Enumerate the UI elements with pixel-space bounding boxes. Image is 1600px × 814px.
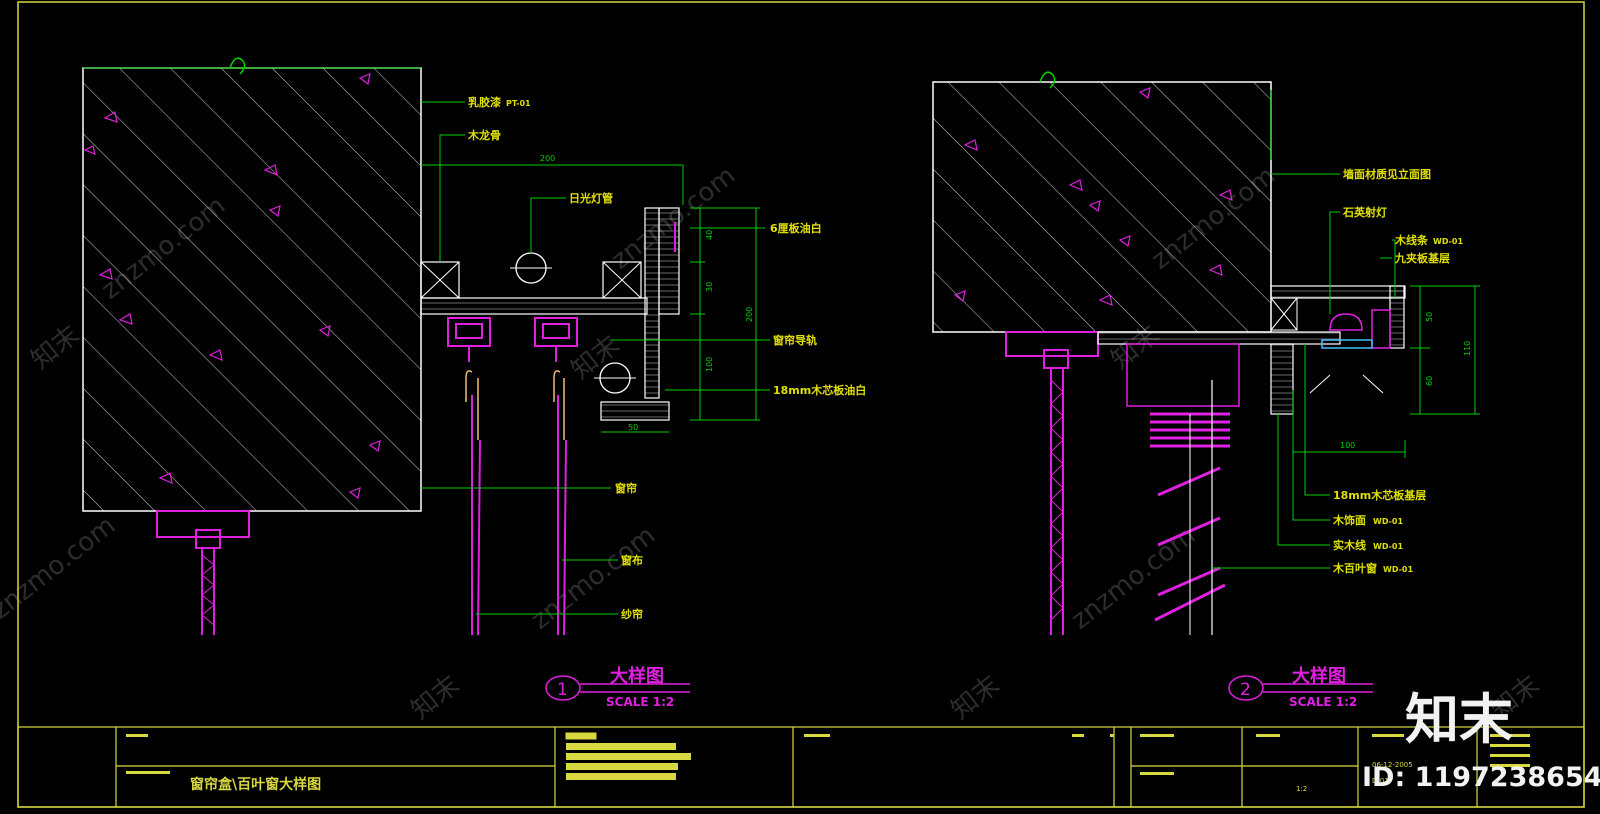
break-symbol: [229, 57, 246, 75]
dimension-lines: [421, 164, 760, 433]
label-board18: 18mm木芯板基层: [1333, 488, 1426, 502]
drawing-scale: 1:2: [1296, 785, 1307, 793]
dim-100: 100: [705, 357, 714, 372]
watermark-text: 知末: [946, 670, 1005, 726]
label-curtain-2: 窗布: [621, 553, 643, 567]
label-track: 窗帘导轨: [773, 333, 817, 347]
dim-30: 30: [705, 282, 714, 292]
label-wood-line-2: 木饰面: [1332, 513, 1366, 527]
box-side: [1270, 343, 1294, 415]
brand-logo: 知末: [1405, 688, 1513, 751]
concrete-marks: [953, 87, 1233, 306]
label-wall-finish: 乳胶漆: [468, 95, 501, 109]
curtain-fabric: [471, 395, 567, 636]
tag-blind: WD-01: [1383, 565, 1414, 574]
dim-200v: 200: [745, 307, 754, 322]
ceiling-board: [1097, 331, 1341, 345]
leader-lines: [1212, 173, 1396, 569]
label-blockboard: 18mm木芯板油白: [773, 383, 866, 397]
box-inner-right: [1371, 309, 1391, 349]
watermark-text: 知末: [26, 320, 85, 376]
box-right: [1389, 285, 1405, 349]
drawing-name: 窗帘盒\百叶窗大样图: [190, 776, 321, 793]
dim-60: 60: [1425, 376, 1434, 386]
break-symbol: [1039, 71, 1056, 89]
label-blind: 木百叶窗: [1332, 561, 1377, 575]
detail-2: 墙面材质见立面图 石英射灯 木线条 WD-01 九夹板基层 18mm木芯板基层 …: [932, 71, 1480, 709]
drawing-sheet: D-01: [1372, 777, 1389, 785]
label-solid-wood: 实木线: [1333, 538, 1366, 552]
box-keel: [1270, 297, 1298, 331]
detail-1-title: 1 大样图 SCALE 1:2: [545, 665, 690, 709]
detail-number: 1: [557, 680, 568, 700]
bottom-channel: [1005, 331, 1099, 357]
detail-2-labels: 墙面材质见立面图 石英射灯 木线条 WD-01 九夹板基层 18mm木芯板基层 …: [1332, 167, 1464, 575]
wall-section: [932, 81, 1272, 333]
detail-1-dims: 200 50 30 200 100 40: [540, 154, 754, 432]
label-fluorescent: 日光灯管: [569, 191, 613, 205]
detail-title: 大样图: [1292, 665, 1346, 687]
detail-1-labels: 乳胶漆 PT-01 木龙骨 日光灯管 6厘板油白 窗帘导轨 18mm木芯板油白 …: [467, 95, 866, 621]
tag-wall-finish: PT-01: [506, 99, 531, 108]
bottom-lip: [600, 401, 670, 421]
wall-section: [82, 67, 422, 512]
watermark-text: znzmo.com: [1066, 521, 1201, 636]
dim-100: 100: [1340, 441, 1355, 450]
drawing-date: 06-12-2005: [1372, 761, 1413, 769]
dim-200: 200: [540, 154, 555, 163]
side-board: [644, 207, 660, 399]
curtain-hooks: [465, 370, 565, 440]
dimension-lines: [1292, 285, 1480, 458]
dim-50: 50: [1425, 312, 1434, 322]
watermark-text: 知末: [566, 330, 625, 386]
detail-2-dims: 50 110 60 100: [1340, 312, 1472, 450]
box-top: [1270, 285, 1406, 299]
curtain-track: [447, 317, 578, 362]
detail-scale: SCALE 1:2: [1289, 695, 1357, 709]
label-wood-keel: 木龙骨: [467, 128, 501, 142]
dim-50: 50: [628, 423, 638, 432]
tag-solid-wood: WD-01: [1373, 542, 1404, 551]
valance: [1126, 343, 1240, 407]
tag-wood-line-2: WD-01: [1373, 517, 1404, 526]
label-wall-ref: 墙面材质见立面图: [1343, 167, 1431, 181]
label-gypsum: 九夹板基层: [1394, 251, 1450, 265]
title-block-fills: [126, 732, 1530, 780]
bottom-channel-inner: [195, 529, 221, 549]
detail-scale: SCALE 1:2: [606, 695, 674, 709]
detail-title: 大样图: [610, 665, 664, 687]
detail-2-title: 2 大样图 SCALE 1:2: [1228, 665, 1373, 709]
title-block: [17, 726, 1585, 808]
label-wood-line: 木线条: [1394, 233, 1429, 247]
top-board: [420, 297, 648, 315]
label-light: 石英射灯: [1342, 205, 1387, 219]
spot-light-icon: [1309, 313, 1384, 394]
leader-lines: [421, 101, 770, 615]
dim-110: 110: [1463, 341, 1472, 356]
dim-40: 40: [705, 230, 714, 240]
detail-number: 2: [1240, 680, 1251, 700]
concrete-marks: [83, 73, 381, 500]
tag-wood-line: WD-01: [1433, 237, 1464, 246]
detail-1: 乳胶漆 PT-01 木龙骨 日光灯管 6厘板油白 窗帘导轨 18mm木芯板油白 …: [82, 57, 866, 709]
image-id: ID: 1197238654: [1362, 762, 1600, 793]
label-sheer: 纱帘: [621, 607, 643, 621]
watermark-text: 知末: [406, 670, 465, 726]
bottom-channel: [156, 510, 250, 538]
label-curtain: 窗帘: [615, 481, 637, 495]
label-plywood: 6厘板油白: [770, 221, 822, 235]
